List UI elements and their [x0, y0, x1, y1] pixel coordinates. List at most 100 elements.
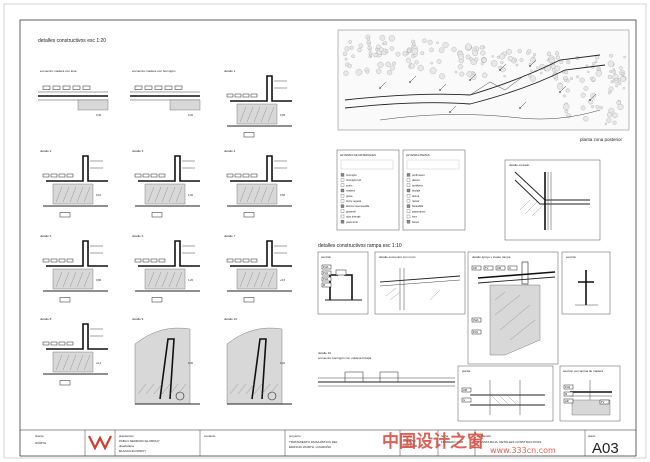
tree-symbol [563, 103, 570, 110]
tree-symbol [458, 53, 464, 60]
tree-symbol [532, 53, 537, 57]
detail-dimension: 0,50 [280, 193, 286, 197]
tree-symbol [609, 69, 613, 73]
detail-label: detalle 9 [132, 317, 144, 321]
tree-symbol [595, 70, 602, 77]
tree-symbol [395, 51, 401, 57]
material-tag [471, 317, 482, 323]
tree-symbol [406, 52, 409, 55]
legend-swatch [406, 214, 411, 219]
material-tag [563, 391, 574, 397]
tree-symbol [619, 66, 623, 70]
tree-symbol [430, 61, 433, 65]
legend-swatch [340, 209, 345, 213]
callout-leader [379, 81, 387, 89]
tree-symbol [343, 70, 349, 76]
contact-label: contacto [204, 434, 216, 438]
tree-symbol [583, 116, 589, 122]
detail-label: detalle 6 [132, 234, 144, 238]
legend-item: rastrel [412, 199, 420, 203]
callout-leader [589, 93, 597, 101]
wurth-logo [88, 435, 112, 451]
detail-dimension: 0,10 [96, 193, 102, 197]
details-1-20: detalles constructivos esc 1:20 encuentr… [38, 38, 292, 405]
tree-symbol [607, 90, 612, 95]
tree-symbol [439, 73, 446, 80]
tree-symbol [590, 92, 596, 99]
detail-dimension: 1,20 [188, 278, 194, 282]
legend-swatch [406, 204, 411, 208]
callout-dot [409, 81, 411, 83]
tree-symbol [459, 71, 465, 77]
tree-symbol [480, 50, 486, 56]
pieces-legend-title: LEYENDA PIEZAS [406, 153, 430, 157]
tree-symbol [554, 51, 560, 56]
tree-symbol [500, 66, 506, 73]
legend-swatch [340, 173, 345, 177]
tree-symbol [388, 35, 395, 42]
legend-pieces: LEYENDA PIEZAS perfil aceropletinatornil… [402, 149, 466, 231]
material-tag-label: AR [473, 266, 477, 270]
details-1-20-title: detalles constructivos esc 1:20 [38, 38, 106, 44]
detail-label: detalle 1 [224, 69, 236, 73]
tree-symbol [615, 84, 619, 88]
tree-symbol [429, 67, 437, 75]
title-block: cliente WÜRTH arquitectos PABLO SERRANO … [20, 429, 636, 457]
tree-symbol [373, 53, 378, 58]
detail-label: detalle 8 [40, 317, 52, 321]
legend-item: pavimento [346, 220, 359, 224]
tree-symbol [566, 59, 571, 65]
tree-symbol [555, 55, 560, 60]
material-tag-label: TV [485, 266, 489, 270]
tree-symbol [554, 65, 561, 72]
tree-symbol [376, 68, 382, 74]
client-value: WÜRTH [35, 441, 46, 445]
architects-value: PABLO SERRANO ELORDUY [119, 439, 160, 443]
tree-symbol [570, 77, 573, 80]
detail-label: detalle 7 [224, 234, 236, 238]
content-value: PLANTA BAJA, DETALLES CONSTRUCTIVOS [478, 440, 541, 444]
detail-dimension: 0,80 [96, 278, 102, 282]
tree-symbol [614, 77, 618, 82]
legend-item: lámina impermeable [346, 204, 370, 208]
wall-junction-title: detalle encuentro con muro [379, 255, 416, 259]
tree-symbol [349, 45, 354, 50]
tree-symbol [390, 65, 396, 71]
callout-leader [499, 63, 507, 71]
detail-label: detalle 3 [132, 149, 144, 153]
legend-swatch [340, 183, 345, 187]
tree-symbol [407, 48, 412, 53]
tree-symbol [565, 88, 570, 93]
path-edge [379, 109, 601, 121]
tree-symbol [506, 48, 512, 55]
tree-symbol [436, 59, 442, 64]
tree-symbol [375, 48, 378, 51]
legend-item: geotextil [346, 209, 356, 213]
detail-dimension: 0,30 [96, 113, 102, 117]
legend-item: barandilla [412, 204, 424, 208]
legend-item: perfil acero [412, 173, 425, 177]
detail-label: detalle 2 [40, 149, 52, 153]
tree-symbol [617, 103, 624, 110]
detail-label: detalle 4 [224, 149, 236, 153]
tree-symbol [507, 55, 513, 62]
tree-symbol [607, 112, 613, 118]
tree-symbol [500, 60, 504, 65]
material-tag [321, 282, 332, 288]
detail-d-1: detalle 1PH20,05 [224, 69, 292, 138]
tree-symbol [583, 86, 589, 91]
legend-item: grava [346, 194, 353, 198]
tree-symbol [579, 77, 585, 83]
legend-item: madera [346, 189, 355, 193]
tree-symbol [342, 51, 348, 56]
legend-item: hormigón HA [346, 178, 361, 182]
detail-dimension: +0,5 [280, 278, 286, 282]
tree-symbol [414, 60, 419, 65]
callout-dot [519, 107, 521, 109]
legend-swatch [406, 209, 411, 213]
content-label: contenido [478, 434, 491, 438]
material-tag-label: PHA [323, 265, 329, 269]
legend-swatch [406, 178, 411, 182]
support-detail-title: detalle apoyo y losete rampa [472, 255, 511, 259]
legend-item: pasamanos [412, 210, 426, 213]
